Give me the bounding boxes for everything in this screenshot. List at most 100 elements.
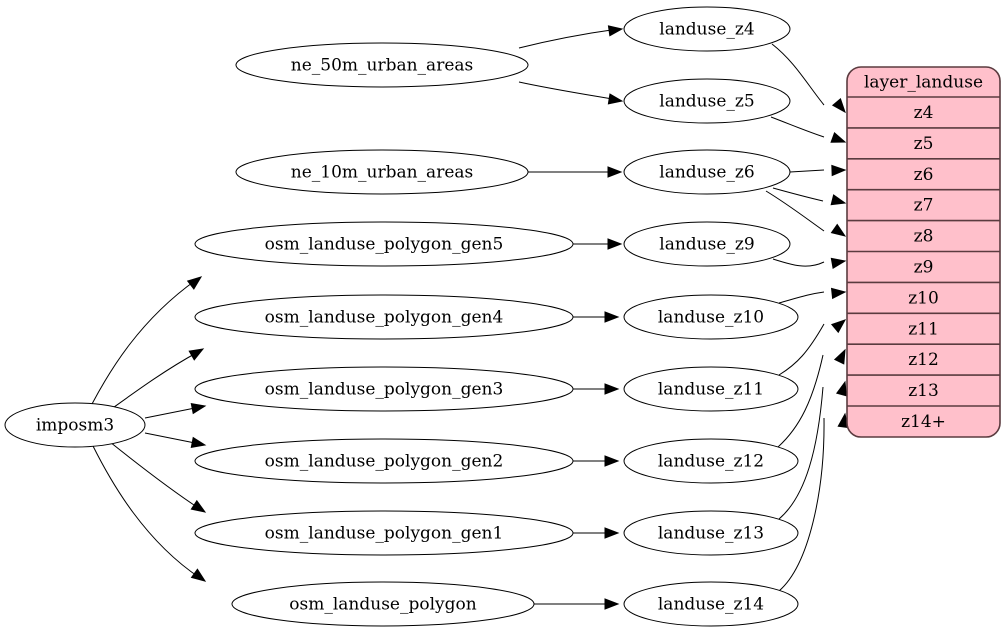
edge-imposm3-to-osm_landuse_polygon_gen1 [109, 441, 201, 510]
arrow-to-polygon [190, 568, 207, 582]
node-shape [194, 510, 574, 556]
input-node-osm_landuse_polygon[interactable]: osm_landuse_polygon [231, 581, 535, 627]
node-label-landuse_z4: landuse_z4 [659, 20, 754, 40]
arrow-to-landuse-z5 [607, 93, 624, 105]
node-label-osm_landuse_polygon: osm_landuse_polygon [289, 595, 476, 615]
arrow-to-row-z12 [833, 348, 846, 365]
arrow-to-gen3 [190, 402, 207, 415]
arrow-to-landuse-z11 [604, 383, 620, 395]
edge-landuse_z4-to-z4 [771, 43, 825, 106]
node-label-osm_landuse_polygon_gen4: osm_landuse_polygon_gen4 [265, 308, 504, 328]
node-label-landuse_z12: landuse_z12 [658, 452, 764, 472]
arrow-to-landuse-z4 [607, 25, 624, 37]
table-row-z14+[interactable]: z14+ [901, 412, 946, 432]
arrowheads-layer [186, 25, 849, 610]
input-node-osm_landuse_polygon_gen5[interactable]: osm_landuse_polygon_gen5 [194, 221, 574, 267]
node-shape [235, 42, 529, 88]
arrow-to-landuse-z10 [604, 311, 620, 323]
node-label-landuse_z10: landuse_z10 [658, 308, 764, 328]
arrow-to-gen4 [188, 348, 205, 361]
node-shape [194, 366, 574, 412]
node-shape [231, 581, 535, 627]
node-label-landuse_z5: landuse_z5 [659, 92, 754, 112]
table-row-z9[interactable]: z9 [914, 257, 934, 277]
node-shape [4, 402, 146, 448]
table-row-z5[interactable]: z5 [914, 134, 934, 154]
table-row-z6[interactable]: z6 [914, 165, 934, 185]
table-row-z4[interactable]: z4 [914, 103, 934, 123]
node-shape [235, 149, 529, 195]
arrow-to-gen1 [190, 499, 207, 513]
input-node-osm_landuse_polygon_gen2[interactable]: osm_landuse_polygon_gen2 [194, 438, 574, 484]
input-node-osm_landuse_polygon_gen1[interactable]: osm_landuse_polygon_gen1 [194, 510, 574, 556]
node-shape [623, 6, 791, 52]
layer-node-landuse_z9[interactable]: landuse_z9 [623, 221, 791, 267]
node-label-landuse_z13: landuse_z13 [658, 524, 764, 544]
layer-landuse-table[interactable]: layer_landuse z4 z5 z6 z7 z8 z9 z10 z11 z12 z13 z14… [846, 66, 1001, 438]
node-shape [623, 221, 791, 267]
node-label-osm_landuse_polygon_gen2: osm_landuse_polygon_gen2 [265, 452, 504, 472]
layer-node-landuse_z5[interactable]: landuse_z5 [623, 78, 791, 124]
layer-node-landuse_z12[interactable]: landuse_z12 [623, 438, 799, 484]
layer-node-landuse_z4[interactable]: landuse_z4 [623, 6, 791, 52]
node-shape [623, 294, 799, 340]
table-row-z8[interactable]: z8 [914, 227, 934, 247]
node-label-osm_landuse_polygon_gen5: osm_landuse_polygon_gen5 [265, 235, 504, 255]
layer-node-landuse_z6[interactable]: landuse_z6 [623, 149, 791, 195]
edge-ne_50m_urban_areas-to-landuse_z5 [518, 81, 619, 101]
table-row-z12[interactable]: z12 [908, 350, 939, 370]
arrow-to-landuse-z14 [604, 598, 620, 610]
input-node-osm_landuse_polygon_gen3[interactable]: osm_landuse_polygon_gen3 [194, 366, 574, 412]
layer-node-landuse_z10[interactable]: landuse_z10 [623, 294, 799, 340]
arrow-to-row-z6 [831, 164, 847, 177]
edge-landuse_z6-to-z8 [765, 190, 825, 232]
input-node-ne_50m_urban_areas[interactable]: ne_50m_urban_areas [235, 42, 529, 88]
edge-imposm3-to-osm_landuse_polygon_gen2 [144, 432, 201, 445]
arrow-to-row-z5 [830, 132, 847, 143]
arrow-to-landuse-z13 [604, 527, 620, 539]
edge-landuse_z13-to-z13 [778, 386, 824, 520]
node-label-imposm3: imposm3 [36, 416, 114, 436]
arrow-to-row-z10 [830, 287, 847, 300]
arrow-to-landuse-z12 [604, 455, 620, 467]
arrow-to-landuse-z9 [607, 238, 623, 250]
node-shape [623, 438, 799, 484]
table-title: layer_landuse [864, 73, 983, 93]
nodes-layer: imposm3 ne_50m_urban_areas ne_10m_urban_ar… [4, 6, 799, 627]
edge-landuse_z6-to-z7 [772, 187, 824, 202]
node-shape [623, 78, 791, 124]
table-row-z10[interactable]: z10 [908, 288, 939, 308]
arrow-to-row-z13 [835, 380, 848, 397]
edge-landuse_z5-to-z5 [770, 116, 825, 138]
input-node-ne_10m_urban_areas[interactable]: ne_10m_urban_areas [235, 149, 529, 195]
node-shape [194, 438, 574, 484]
edge-imposm3-to-osm_landuse_polygon_gen3 [144, 406, 201, 419]
layer-node-landuse_z13[interactable]: landuse_z13 [623, 510, 799, 556]
edge-ne_50m_urban_areas-to-landuse_z4 [518, 28, 619, 49]
node-label-ne_50m_urban_areas: ne_50m_urban_areas [291, 56, 473, 76]
input-node-osm_landuse_polygon_gen4[interactable]: osm_landuse_polygon_gen4 [194, 294, 574, 340]
node-label-osm_landuse_polygon_gen1: osm_landuse_polygon_gen1 [265, 524, 504, 544]
node-shape [194, 221, 574, 267]
edge-landuse_z10-to-z10 [778, 291, 825, 304]
layer-node-landuse_z11[interactable]: landuse_z11 [623, 366, 799, 412]
node-label-landuse_z9: landuse_z9 [659, 235, 754, 255]
node-shape [623, 366, 799, 412]
table-row-z7[interactable]: z7 [914, 196, 934, 216]
node-label-ne_10m_urban_areas: ne_10m_urban_areas [291, 163, 473, 183]
arrow-to-landuse-z6 [607, 166, 623, 178]
node-label-landuse_z14: landuse_z14 [658, 595, 764, 615]
table-row-z11[interactable]: z11 [908, 319, 939, 339]
node-shape [623, 510, 799, 556]
edge-imposm3-to-osm_landuse_polygon [92, 445, 201, 579]
layer-node-landuse_z14[interactable]: landuse_z14 [623, 581, 799, 627]
arrow-to-gen5 [186, 276, 203, 290]
arrow-to-row-z8 [830, 223, 847, 237]
edge-landuse_z9-to-z9 [772, 258, 825, 267]
node-label-landuse_z6: landuse_z6 [659, 163, 754, 183]
source-node-imposm3[interactable]: imposm3 [4, 402, 146, 448]
node-label-landuse_z11: landuse_z11 [658, 380, 764, 400]
table-row-z13[interactable]: z13 [908, 381, 939, 401]
